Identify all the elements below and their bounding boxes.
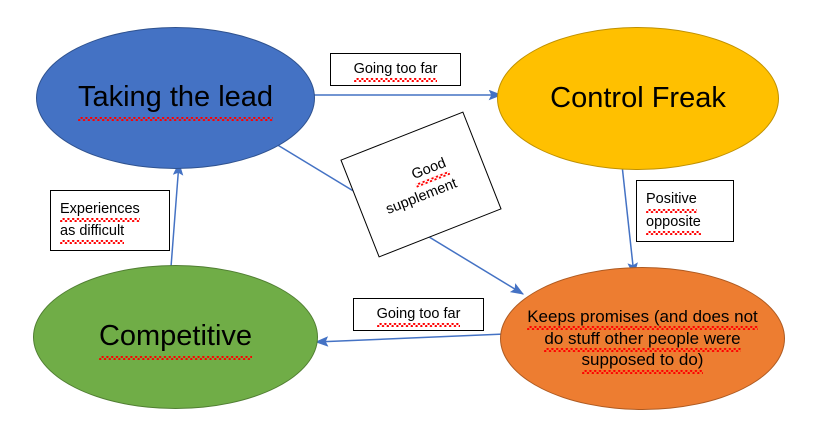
edge-label-experiences-line-1: Experiences <box>60 198 140 223</box>
edge-label-good-supplement[interactable]: Good supplement <box>340 111 502 258</box>
node-control-freak-label: Control Freak <box>550 81 726 114</box>
edge-label-experiences-as-difficult[interactable]: Experiences as difficult <box>50 190 170 251</box>
node-control-freak[interactable]: Control Freak <box>497 27 779 170</box>
node-competitive[interactable]: Competitive <box>33 265 318 409</box>
node-taking-the-lead[interactable]: Taking the lead <box>36 27 315 169</box>
node-taking-the-lead-label: Taking the lead <box>37 79 314 121</box>
node-competitive-label: Competitive <box>34 318 317 360</box>
edge-label-going-too-far-top-text: Going too far <box>353 58 437 83</box>
edge-label-positive-line-1: Positive <box>646 188 697 214</box>
arrow-keeps-promises-to-competitive <box>314 333 506 347</box>
edge-label-going-too-far-bottom[interactable]: Going too far <box>353 298 484 331</box>
arrow-control-freak-to-keeps-promises <box>621 164 638 277</box>
edge-label-going-too-far-bottom-text: Going too far <box>376 303 460 328</box>
edge-label-positive-opposite[interactable]: Positive opposite <box>636 180 734 242</box>
edge-label-positive-line-2: opposite <box>646 211 701 236</box>
arrow-competitive-to-taking-the-lead <box>170 161 184 268</box>
edge-label-experiences-line-2: as difficult <box>60 220 125 246</box>
edge-label-going-too-far-top[interactable]: Going too far <box>330 53 461 86</box>
node-keeps-promises[interactable]: Keeps promises (and does not do stuff ot… <box>500 267 785 410</box>
node-keeps-promises-label: Keeps promises (and does not do stuff ot… <box>527 306 758 374</box>
